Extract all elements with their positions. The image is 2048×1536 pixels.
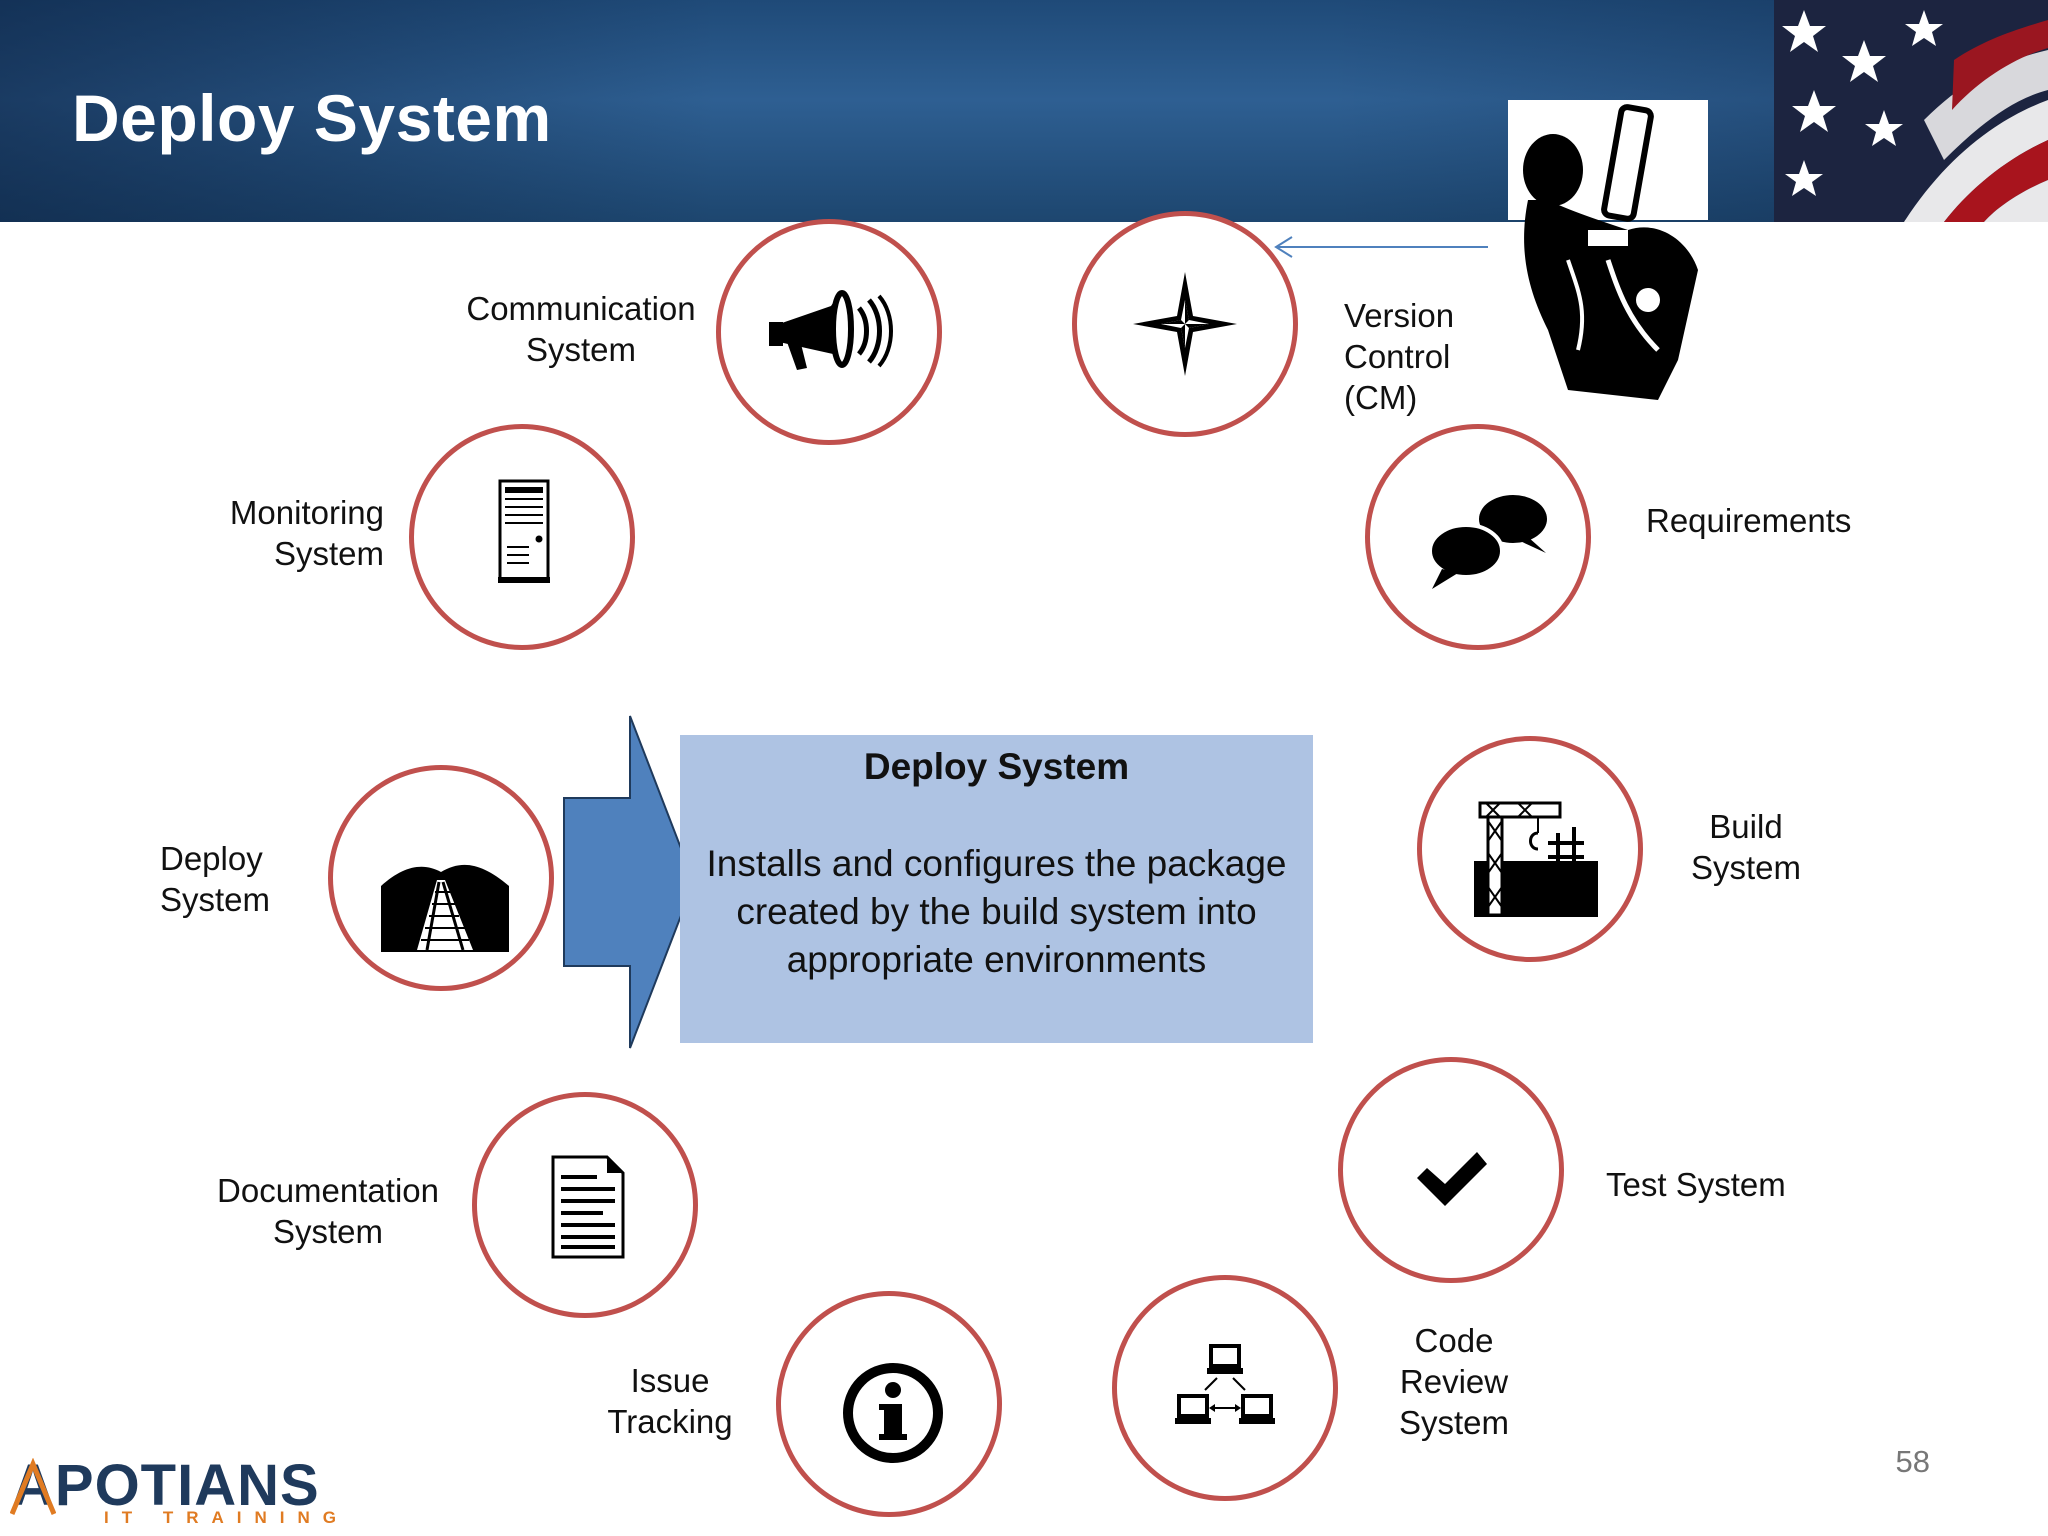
mascot-robot-figure: [1523, 104, 1698, 400]
logo-tagline: IT TRAINING: [104, 1508, 349, 1527]
slide-title: Deploy System: [72, 81, 552, 155]
label-line: Communication: [466, 290, 696, 327]
issue-tracking-label: Issue Tracking: [590, 1360, 750, 1442]
label-line: Deploy: [160, 840, 263, 877]
label-line: Issue: [630, 1362, 710, 1399]
info-icon: [843, 1363, 943, 1463]
description-title: Deploy System: [863, 746, 1130, 787]
deploy-system-label: Deploy System: [160, 838, 320, 920]
documentation-system-label: Documentation System: [200, 1170, 456, 1252]
label-line: System: [272, 1213, 384, 1250]
deploy-system-node: [328, 765, 554, 991]
logo-chevron-icon: [10, 1458, 56, 1515]
network-computers-icon: [1175, 1344, 1275, 1424]
label-line: Version: [1344, 297, 1455, 334]
label-line: System: [160, 881, 271, 918]
label-line: System: [1690, 849, 1802, 886]
label-line: Documentation: [217, 1172, 439, 1209]
label-line: System: [1398, 1404, 1510, 1441]
compass-star-icon: [1133, 272, 1237, 376]
issue-tracking-node: [776, 1291, 1002, 1517]
label-line: System: [273, 535, 384, 572]
label-line: (CM): [1344, 379, 1418, 416]
label-line: Code: [1414, 1322, 1494, 1359]
deploy-arrow: [563, 715, 696, 1049]
version-control-label: Version Control (CM): [1344, 295, 1504, 418]
communication-system-label: Communication System: [456, 288, 706, 370]
label-line: Tracking: [607, 1403, 733, 1440]
requirements-label: Requirements: [1646, 500, 1906, 541]
deploy-system-description-box: [680, 735, 1313, 1043]
documentation-system-node: [472, 1092, 698, 1318]
code-review-system-label: Code Review System: [1374, 1320, 1534, 1443]
code-review-system-node: [1112, 1275, 1338, 1501]
label-line: Monitoring: [229, 494, 384, 531]
requirements-node: [1365, 424, 1591, 650]
logo-wordmark: APOTIANS: [12, 1453, 320, 1518]
label-line: Review: [1399, 1363, 1509, 1400]
pointer-arrow: [1274, 236, 1488, 258]
label-line: Test System: [1606, 1166, 1786, 1203]
build-system-node: [1417, 736, 1643, 962]
checkmark-icon: [1417, 1152, 1487, 1206]
speech-bubbles-icon: [1428, 495, 1547, 589]
document-icon: [551, 1155, 625, 1259]
description-text: Installs and configures the package crea…: [706, 843, 1287, 980]
page-number: 58: [1895, 1444, 1930, 1479]
label-line: Build: [1709, 808, 1783, 845]
server-icon: [498, 479, 550, 583]
american-flag-image: [1774, 0, 2048, 222]
label-line: System: [525, 331, 637, 368]
build-system-label: Build System: [1676, 806, 1816, 888]
test-system-label: Test System: [1606, 1164, 1806, 1205]
railroad-tunnel-icon: [381, 864, 509, 952]
construction-crane-icon: [1474, 801, 1598, 917]
monitoring-system-label: Monitoring System: [160, 492, 384, 574]
test-system-node: [1338, 1057, 1564, 1283]
label-line: Control: [1344, 338, 1451, 375]
communication-system-node: [716, 219, 942, 445]
megaphone-icon: [769, 290, 893, 370]
label-line: Requirements: [1646, 502, 1852, 539]
version-control-node: [1072, 211, 1298, 437]
monitoring-system-node: [409, 424, 635, 650]
